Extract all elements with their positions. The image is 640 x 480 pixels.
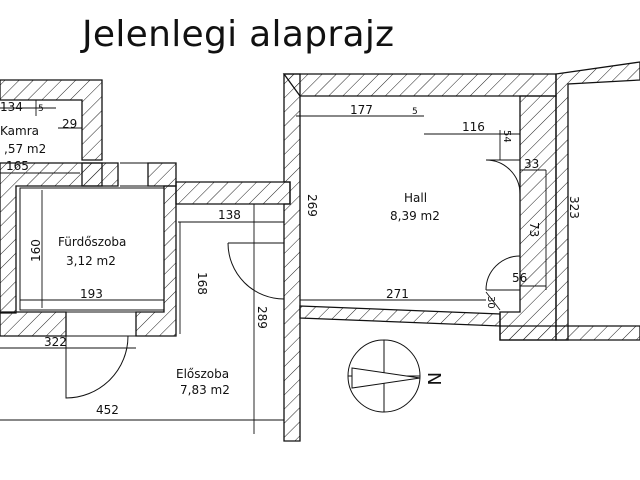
dim-73: 73 <box>527 222 541 237</box>
dim-289: 289 <box>255 306 269 329</box>
dim-452: 452 <box>96 403 119 417</box>
dim-322: 322 <box>44 335 67 349</box>
wall-stub-b <box>147 162 177 187</box>
wall-central <box>283 73 301 442</box>
room-area-eloszoba: 7,83 m2 <box>180 383 230 397</box>
room-name-furdo: Fürdőszoba <box>58 235 126 249</box>
door-corridor <box>227 242 285 300</box>
dim-33: 33 <box>524 157 539 171</box>
dim-54: 54 <box>501 130 512 143</box>
dim-116: 116 <box>462 120 485 134</box>
wall-furdo-right <box>135 185 177 337</box>
room-area-furdo: 3,12 m2 <box>66 254 116 268</box>
room-name-kamra: Kamra <box>0 124 39 138</box>
wall-furdo-bottom-left <box>0 311 67 337</box>
wall-stub-a <box>81 162 119 187</box>
compass-label: N <box>423 372 444 385</box>
compass <box>347 339 421 413</box>
wall-kamra-top <box>0 79 103 161</box>
dim-160: 160 <box>29 239 43 262</box>
room-name-hall: Hall <box>404 191 427 205</box>
dim-29: 29 <box>62 117 77 131</box>
doors <box>65 159 521 399</box>
dimension-lines <box>0 98 569 434</box>
room-area-hall: 8,39 m2 <box>390 209 440 223</box>
plan-title: Jelenlegi alaprajz <box>82 14 395 55</box>
door-hall-lower <box>485 255 521 291</box>
dim-138: 138 <box>218 208 241 222</box>
dim-269: 269 <box>305 194 319 217</box>
dim-165: 165 <box>6 159 29 173</box>
dim-168: 168 <box>195 272 209 295</box>
dim-323: 323 <box>567 196 581 219</box>
dim-177: 177 <box>350 103 373 117</box>
dim-5a: 5 <box>38 104 44 114</box>
wall-right-bottom <box>499 325 640 341</box>
room-area-kamra: ,57 m2 <box>4 142 46 156</box>
dim-30: 30 <box>485 296 496 309</box>
wall-hall-bottom <box>299 305 501 327</box>
dim-134: 134 <box>0 100 23 114</box>
door-eloszoba <box>65 335 129 399</box>
wall-hall-top <box>282 73 557 97</box>
dim-5b: 5 <box>412 107 418 117</box>
furdo-outline <box>19 187 165 311</box>
dim-193: 193 <box>80 287 103 301</box>
room-name-eloszoba: Előszoba <box>176 367 229 381</box>
door-hall-upper <box>485 159 521 195</box>
compass-arrow <box>351 367 421 389</box>
wall-corridor-top <box>175 181 291 205</box>
walls <box>0 61 640 442</box>
dim-56: 56 <box>512 271 527 285</box>
dim-271: 271 <box>386 287 409 301</box>
